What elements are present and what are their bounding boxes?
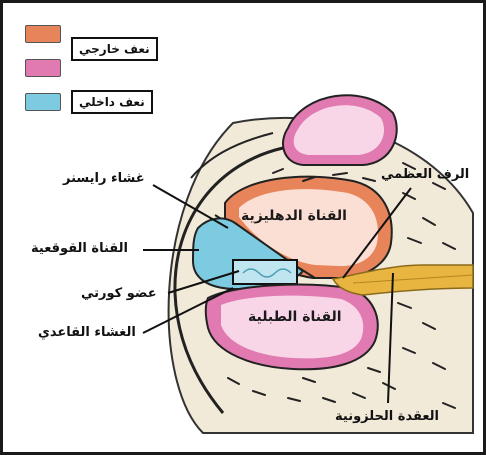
reissner-membrane-label: غشاء رايسنر	[63, 171, 145, 186]
middle-canal-label: القناة القوقعية	[31, 241, 128, 256]
tympanic-canal-label: القناة الطبلية	[248, 309, 342, 325]
cochlea-cross-section	[3, 3, 486, 455]
spiral-lamina-label: الرف العظمي	[381, 167, 469, 182]
spiral-ganglion-label: العقدة الحلزونية	[335, 409, 439, 424]
basilar-membrane-label: الغشاء القاعدي	[38, 325, 136, 340]
organ-of-corti-box	[233, 260, 297, 284]
vestibular-canal-label: القناة الدهليزية	[241, 208, 347, 224]
organ-of-corti-label: عضو كورتي	[81, 286, 157, 301]
